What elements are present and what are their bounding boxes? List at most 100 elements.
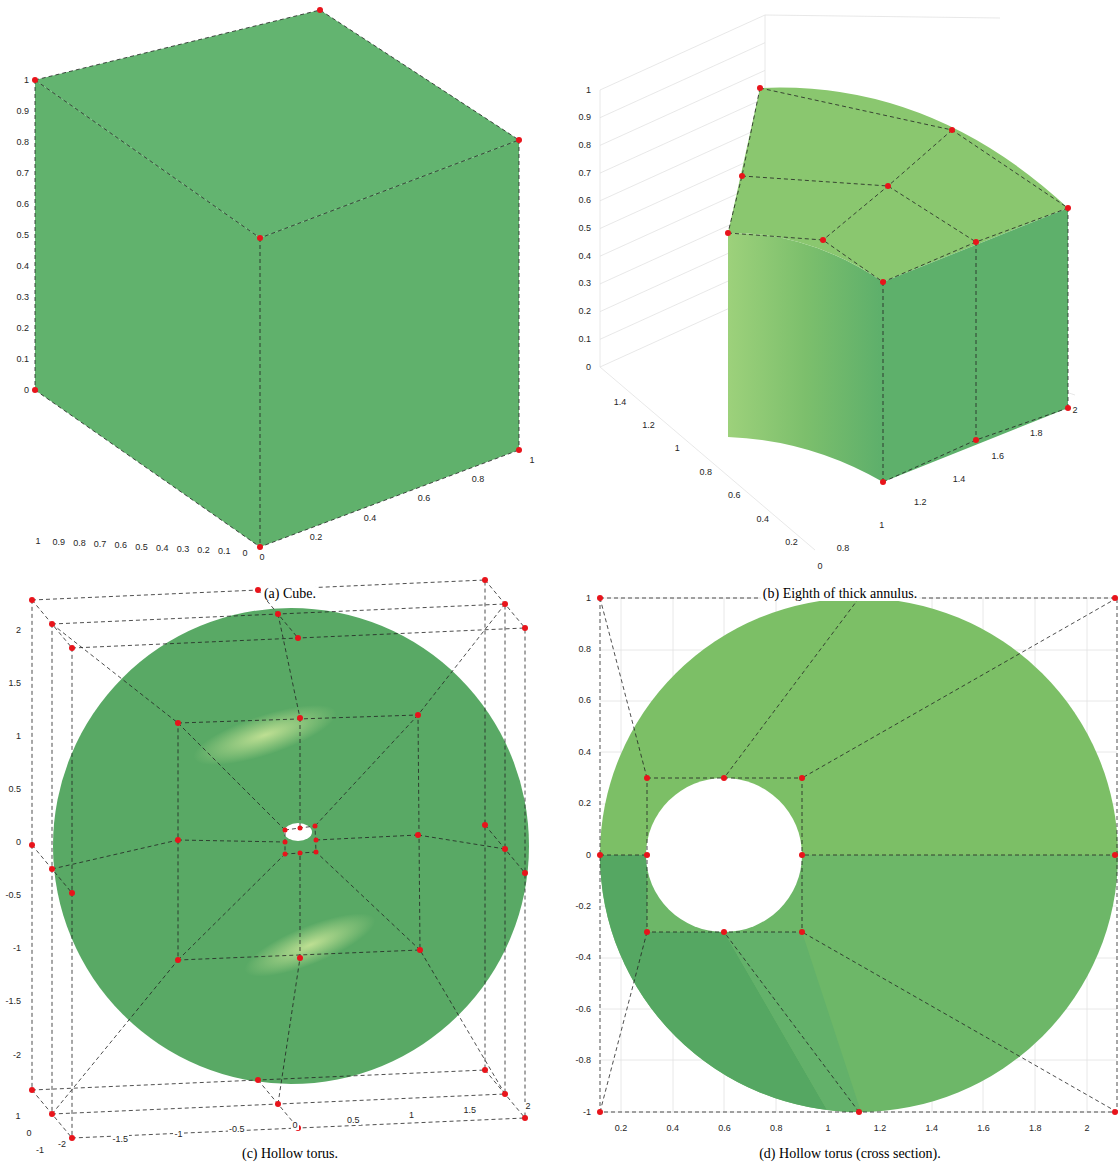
axis-tick-label: 0.6 (15, 200, 30, 209)
control-point (949, 127, 955, 133)
surface-highlight (238, 901, 382, 989)
axis-tick-label: 0.8 (577, 645, 592, 654)
axis-tick-label: 0.2 (784, 538, 799, 547)
axis-tick-label: 0 (816, 562, 823, 571)
control-point (297, 955, 303, 961)
axis-tick-label: 0.6 (577, 696, 592, 705)
control-point (283, 828, 288, 833)
axis-tick-label: 1 (585, 594, 592, 603)
axis-tick-label: -0.6 (574, 1005, 592, 1014)
control-point (502, 601, 508, 607)
axis-tick-label: 1.2 (641, 421, 656, 430)
cube-panel (32, 7, 522, 550)
axis-tick-label: 0.5 (134, 543, 149, 552)
axis-tick-label: 0.1 (577, 335, 592, 344)
control-point (973, 239, 979, 245)
control-point (1112, 1109, 1118, 1115)
subfigure-caption: (a) Cube. (262, 587, 318, 601)
control-point (522, 625, 528, 631)
axis-tick-label: 1.4 (952, 475, 967, 484)
control-point (880, 479, 886, 485)
axis-tick-label: 1 (528, 456, 535, 465)
axis-tick-label: 1 (878, 521, 885, 530)
axis-tick-label: 1 (15, 732, 22, 741)
axis-tick-label: 0.6 (417, 494, 432, 503)
control-point (275, 611, 281, 617)
cross-section-panel (597, 595, 1118, 1115)
axis-tick-label: -0.8 (574, 1056, 592, 1065)
control-point (69, 1135, 75, 1141)
axis-tick-label: 0.3 (577, 279, 592, 288)
axis-tick-label: 2 (524, 1102, 531, 1111)
axis-tick-label: 0.5 (346, 1116, 361, 1125)
control-point (255, 1077, 261, 1083)
control-point (29, 597, 35, 603)
control-net (35, 10, 519, 547)
axis-tick-label: 0.3 (176, 545, 191, 554)
control-point (415, 712, 421, 718)
control-point (29, 842, 35, 848)
axis-tick-label: 1 (23, 76, 30, 85)
control-point (799, 775, 805, 781)
control-net (32, 580, 525, 1138)
axis-tick-label: 0.4 (666, 1124, 681, 1133)
axis-tick-label: 0.6 (577, 196, 592, 205)
control-point (597, 852, 603, 858)
axis-tick-label: 0 (23, 386, 30, 395)
control-point (502, 1091, 508, 1097)
control-point (644, 929, 650, 935)
axis-tick-label: 1 (408, 1111, 415, 1120)
axis-tick-label: 0 (25, 1129, 32, 1138)
control-point (516, 447, 522, 453)
control-point (175, 957, 181, 963)
torus-surface (53, 608, 529, 1084)
control-point (721, 775, 727, 781)
axis-tick-label: 0.6 (727, 491, 742, 500)
axis-tick-label: 0.7 (577, 169, 592, 178)
control-point (482, 1067, 488, 1073)
axis-tick-label: 0.8 (471, 475, 486, 484)
axis-tick-label: 0.4 (363, 514, 378, 523)
subfigure-caption: (b) Eighth of thick annulus. (761, 587, 919, 601)
control-point (49, 866, 55, 872)
control-point (69, 645, 75, 651)
control-point (32, 77, 38, 83)
axis-tick-label: 0.4 (15, 262, 30, 271)
axis-tick-label: 0.7 (93, 540, 108, 549)
control-net (728, 88, 1068, 482)
control-point (757, 85, 763, 91)
axis-tick-label: 1.6 (976, 1124, 991, 1133)
axis-tick-label: 0 (258, 553, 265, 562)
axis-tick-label: 0.9 (15, 107, 30, 116)
axis-tick-label: 0.8 (769, 1124, 784, 1133)
axis-tick-label: -0.2 (574, 902, 592, 911)
control-point (644, 852, 650, 858)
axis-tick-label: -1 (582, 1108, 592, 1117)
axis-tick-label: 0 (291, 1121, 298, 1130)
axis-tick-label: 0.8 (15, 138, 30, 147)
axis-tick-label: 0.2 (309, 533, 324, 542)
control-points (32, 7, 522, 550)
axis-tick-label: 1.5 (462, 1106, 477, 1115)
axis-tick-label: 0.4 (577, 748, 592, 757)
inner-surface (728, 233, 883, 482)
axis-tick-label: 1.2 (913, 498, 928, 507)
axis-tick-label: 0.1 (15, 355, 30, 364)
axis-tick-label: 1 (14, 1112, 21, 1121)
torus-panel (29, 577, 529, 1141)
axis-tick-label: -2 (12, 1051, 22, 1060)
axis-tick-label: 0 (585, 851, 592, 860)
axis-tick-label: -0.4 (574, 953, 592, 962)
control-point (283, 852, 288, 857)
axis-tick-label: 0.8 (72, 539, 87, 548)
control-point (314, 850, 319, 855)
control-point (739, 173, 745, 179)
axis-tick-label: 0 (15, 838, 22, 847)
control-point (820, 237, 826, 243)
axis-tick-label: 1.6 (990, 452, 1005, 461)
axis-tick-label: 0.5 (577, 224, 592, 233)
axis-tick-label: 1.4 (613, 398, 628, 407)
axis-tick-label: -0.5 (228, 1125, 246, 1134)
axis-tick-label: 2 (1071, 406, 1078, 415)
